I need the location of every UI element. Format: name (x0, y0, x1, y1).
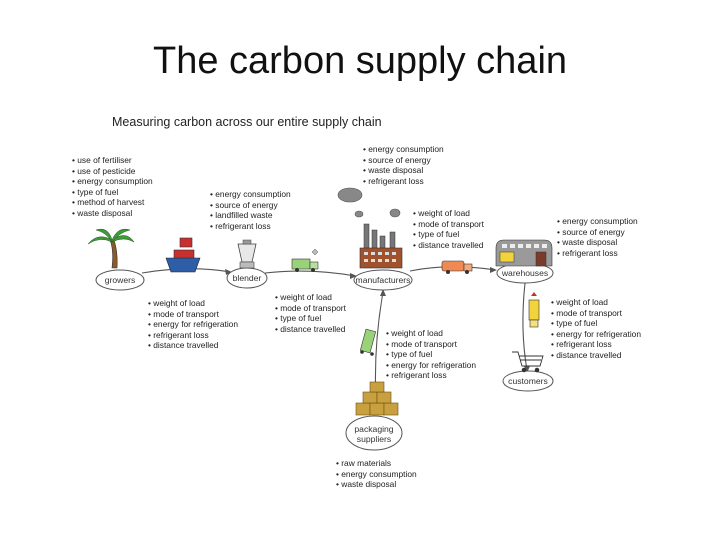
list-item: landfilled waste (210, 210, 291, 221)
list-blender-to-manufacturers: weight of load mode of transport type of… (275, 292, 346, 334)
list-item: mode of transport (148, 309, 238, 320)
list-item: energy consumption (210, 189, 290, 200)
list-item: waste disposal (557, 237, 638, 248)
list-item: energy consumption (557, 216, 637, 227)
node-blender: blender (232, 273, 262, 283)
truck-icon (441, 260, 473, 274)
list-item: refrigerant loss (148, 330, 238, 341)
list-item: energy for refrigeration (386, 360, 476, 371)
slide-title: The carbon supply chain (152, 40, 568, 82)
list-item: energy consumption (72, 176, 152, 187)
manufacturers-ellipse (353, 269, 413, 291)
list-item: waste disposal (363, 165, 444, 176)
boxes-icon (355, 381, 399, 416)
diagram-title: Measuring carbon across our entire suppl… (112, 115, 382, 129)
packaging-ellipse (345, 415, 403, 451)
node-packaging-line1: packaging (354, 424, 394, 434)
list-item: refrigerant loss (557, 248, 638, 259)
list-item: type of fuel (551, 318, 641, 329)
factory-icon (359, 223, 403, 269)
node-manufacturers: manufacturers (355, 275, 411, 285)
list-item: weight of load (148, 298, 238, 309)
list-item: mode of transport (551, 308, 641, 319)
arrow-warehouses-customers (522, 282, 528, 371)
arrowheads (225, 267, 530, 373)
arrow-blender-manufacturers (264, 270, 356, 277)
list-item: type of fuel (72, 187, 153, 198)
node-growers: growers (104, 275, 136, 285)
list-item: type of fuel (413, 229, 484, 240)
list-item: energy consumption (363, 144, 443, 155)
list-item: distance travelled (275, 324, 346, 335)
list-item: weight of load (413, 208, 484, 219)
list-item: waste disposal (336, 479, 417, 490)
list-item: type of fuel (275, 313, 346, 324)
node-ellipses (95, 262, 554, 451)
node-packaging-suppliers: packaging suppliers (346, 424, 402, 444)
list-item: energy consumption (336, 469, 416, 480)
truck-icon (528, 292, 540, 328)
truck-icon (359, 328, 377, 356)
customers-ellipse (502, 370, 554, 392)
list-item: use of fertiliser (72, 155, 153, 166)
list-item: waste disposal (72, 208, 153, 219)
list-manufacturers-to-warehouses: weight of load mode of transport type of… (413, 208, 484, 250)
list-item: weight of load (386, 328, 476, 339)
list-packaging-to-manufacturers: weight of load mode of transport type of… (386, 328, 476, 381)
list-item: source of energy (210, 200, 291, 211)
node-customers: customers (508, 376, 548, 386)
list-packaging-suppliers: raw materials energy consumption waste d… (336, 458, 417, 490)
list-item: energy for refrigeration (551, 329, 641, 340)
list-item: refrigerant loss (386, 370, 476, 381)
list-growers-to-blender: weight of load mode of transport energy … (148, 298, 238, 351)
list-item: source of energy (557, 227, 638, 238)
list-warehouses: energy consumption source of energy wast… (557, 216, 638, 259)
list-manufacturers: energy consumption source of energy wast… (363, 144, 444, 187)
list-blender: energy consumption source of energy land… (210, 189, 291, 232)
list-item: distance travelled (148, 340, 238, 351)
list-item: refrigerant loss (551, 339, 641, 350)
smoke-icon (337, 187, 401, 218)
list-item: mode of transport (413, 219, 484, 230)
list-item: method of harvest (72, 197, 153, 208)
list-warehouses-to-customers: weight of load mode of transport type of… (551, 297, 641, 361)
node-warehouses: warehouses (501, 268, 549, 278)
list-item: mode of transport (275, 303, 346, 314)
palm-tree-icon (87, 228, 135, 269)
shopping-cart-icon (512, 351, 544, 373)
list-item: refrigerant loss (210, 221, 291, 232)
list-item: raw materials (336, 458, 417, 469)
blender-icon (237, 239, 257, 269)
list-item: weight of load (551, 297, 641, 308)
list-item: type of fuel (386, 349, 476, 360)
list-item: source of energy (363, 155, 444, 166)
list-item: distance travelled (551, 350, 641, 361)
list-item: use of pesticide (72, 166, 153, 177)
ship-icon (165, 237, 201, 273)
truck-icon (291, 248, 319, 272)
warehouse-icon (495, 239, 553, 267)
list-item: distance travelled (413, 240, 484, 251)
list-growers: use of fertiliser use of pesticide energ… (72, 155, 153, 219)
list-item: energy for refrigeration (148, 319, 238, 330)
list-item: weight of load (275, 292, 346, 303)
list-item: mode of transport (386, 339, 476, 350)
list-item: refrigerant loss (363, 176, 444, 187)
growers-ellipse (95, 269, 145, 291)
node-packaging-line2: suppliers (356, 434, 392, 444)
